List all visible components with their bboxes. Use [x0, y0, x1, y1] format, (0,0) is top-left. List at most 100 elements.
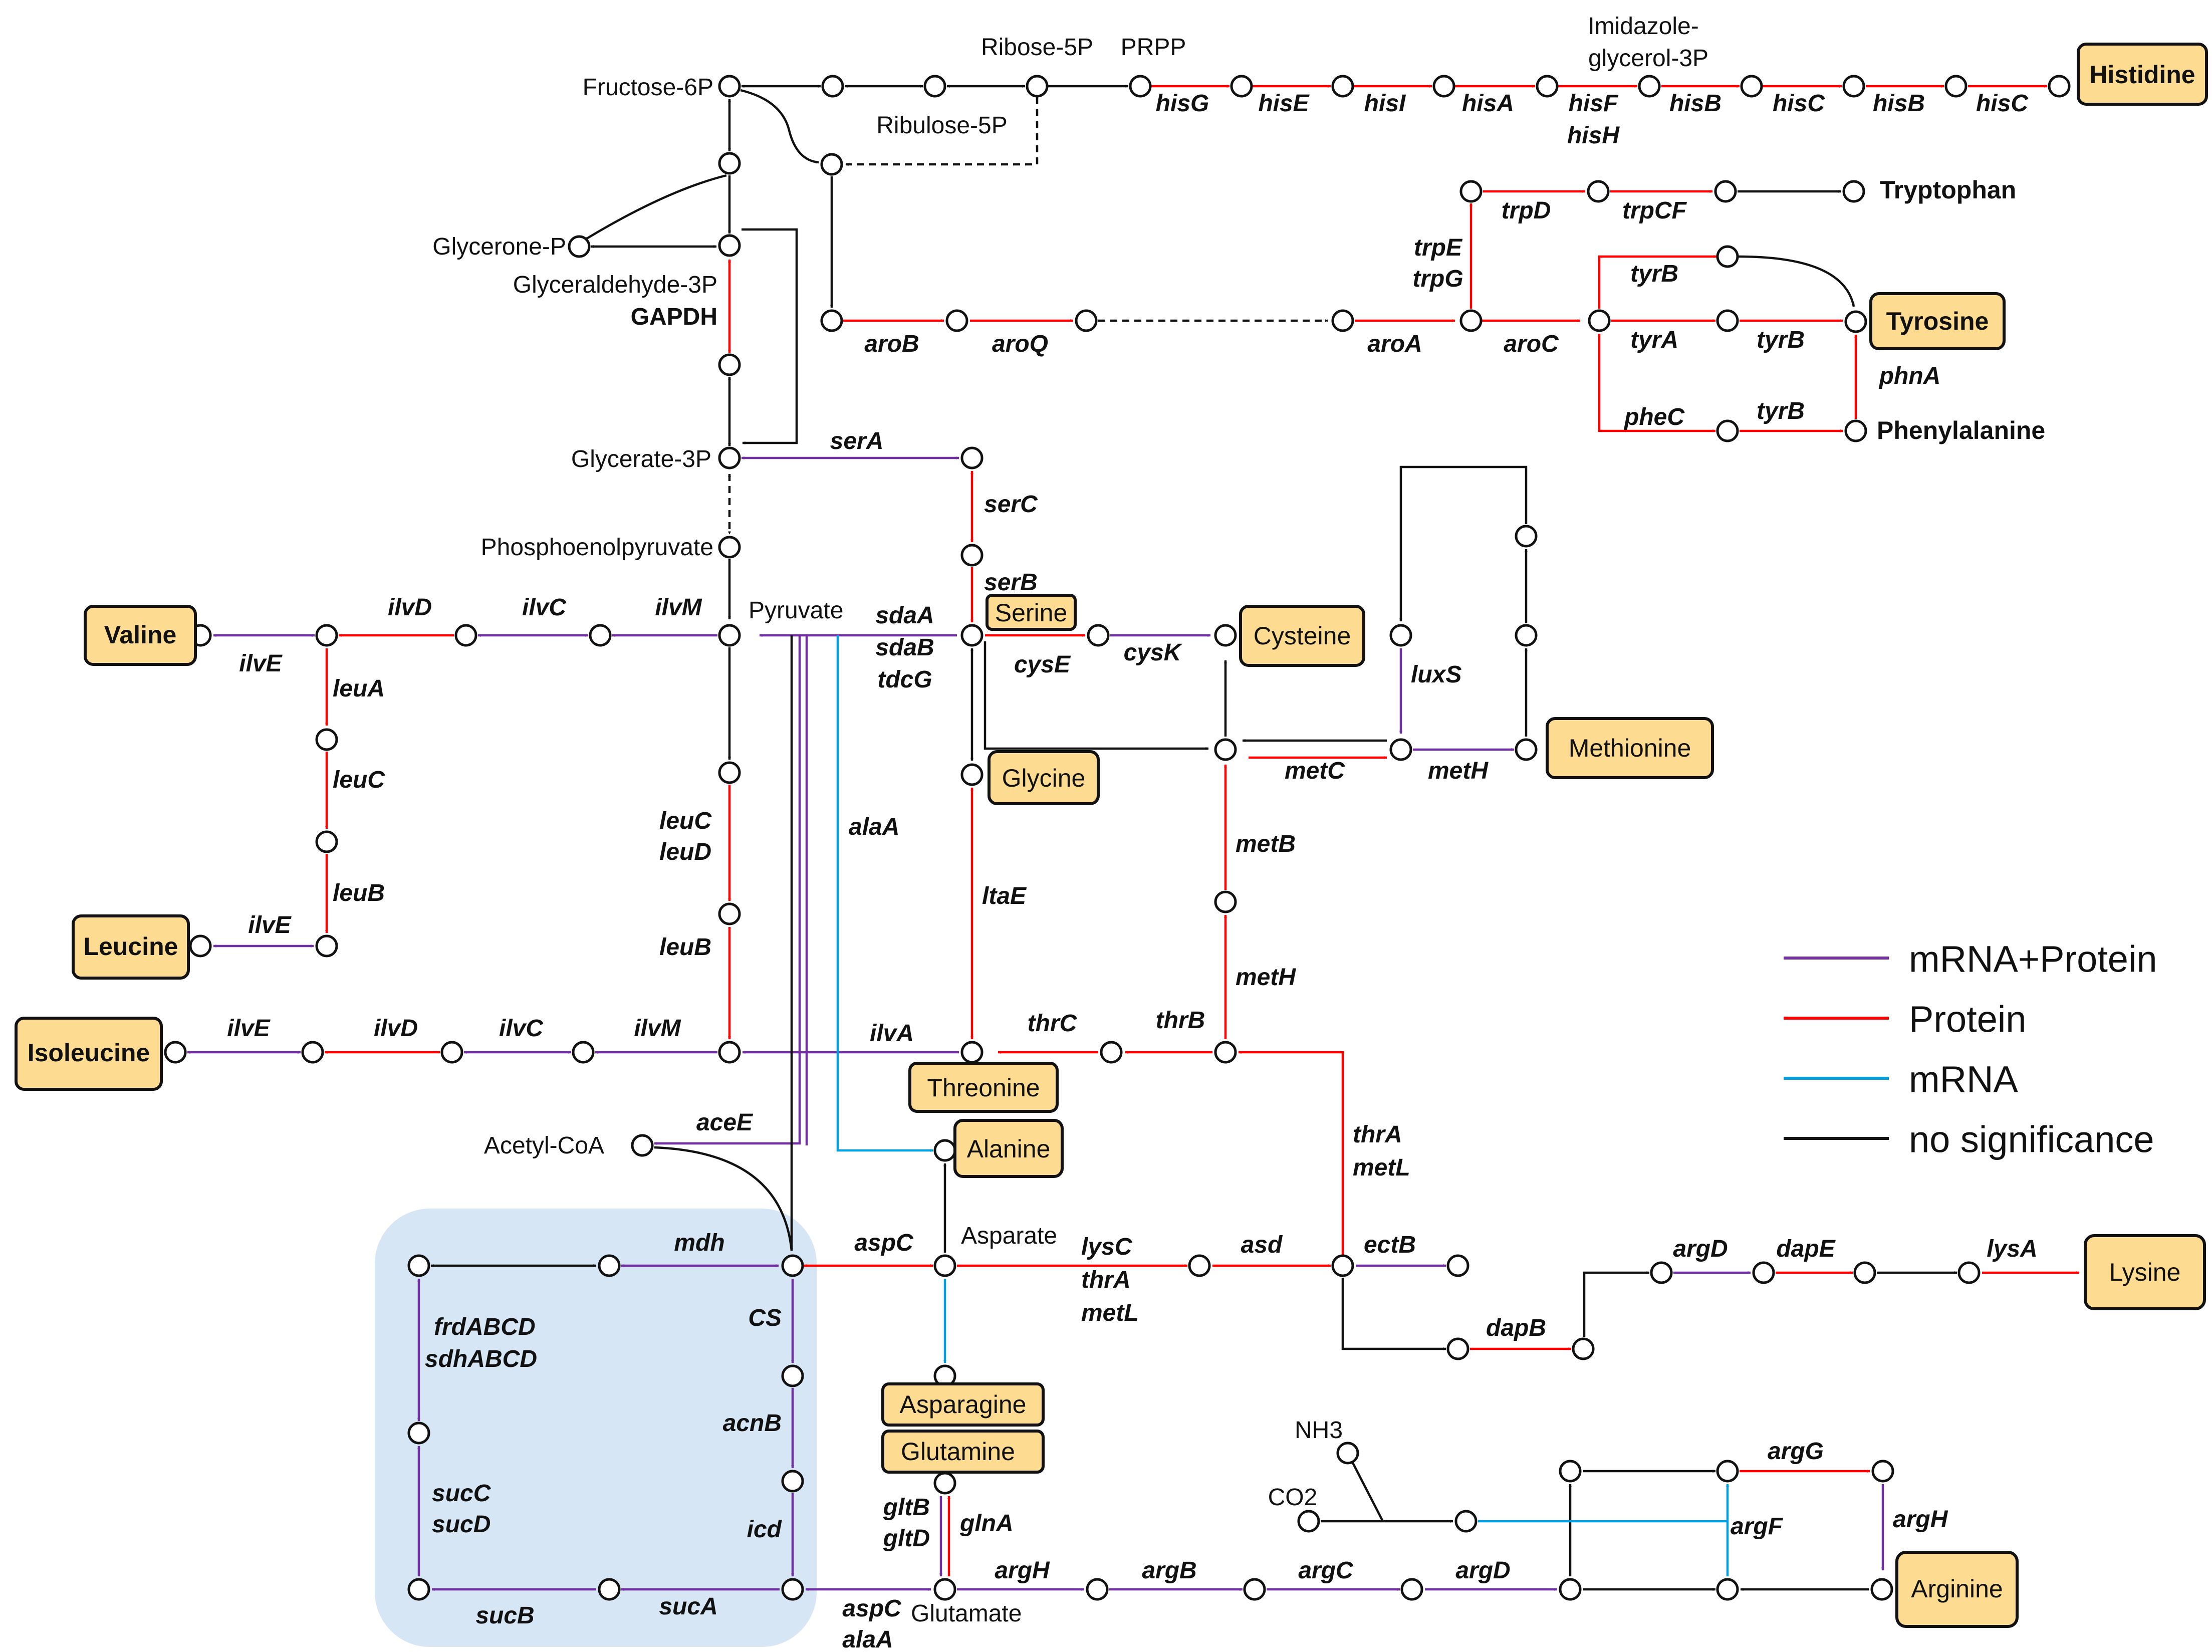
gene-argD-2: argD [1455, 1557, 1510, 1584]
node [1714, 180, 1737, 203]
nh3-label: NH3 [1295, 1417, 1343, 1444]
node [1188, 1254, 1211, 1277]
node [315, 830, 338, 853]
gene-ilvA: ilvA [870, 1020, 914, 1047]
gene-leuC-1: leuC [333, 767, 385, 793]
tyrosine-label: Tyrosine [1886, 307, 1989, 335]
leucine-label: Leucine [84, 932, 178, 961]
histidine-label: Histidine [2089, 61, 2195, 89]
node [440, 1041, 463, 1064]
gene-ilvM-1: ilvM [655, 594, 702, 621]
node [407, 1578, 430, 1601]
gene-metC: metC [1285, 758, 1345, 784]
gene-tyrB-1: tyrB [1630, 261, 1678, 287]
gene-argG: argG [1768, 1438, 1824, 1465]
node [820, 153, 843, 176]
node [1853, 1261, 1876, 1284]
node [1740, 75, 1763, 98]
node [960, 763, 984, 786]
legend-label-mrna: mRNA [1909, 1059, 2019, 1100]
asparate-label: Asparate [961, 1223, 1057, 1249]
gene-aceE: aceE [696, 1109, 754, 1136]
node [1515, 624, 1538, 647]
edge-thrA1 [1238, 1051, 1344, 1267]
node [1446, 1337, 1469, 1360]
gene-aroA: aroA [1367, 331, 1422, 357]
node [1432, 75, 1455, 98]
pathway-edges [187, 85, 2080, 1591]
node [781, 1578, 804, 1601]
prpp-label: PRPP [1121, 34, 1186, 61]
node [1214, 624, 1237, 647]
edge-g2-glycerate-side [742, 228, 798, 444]
node [1230, 75, 1253, 98]
gene-ilvC-1: ilvC [522, 594, 567, 621]
node [1446, 1254, 1469, 1277]
node [1716, 1578, 1739, 1601]
node [1944, 75, 1968, 98]
cysteine-label: Cysteine [1254, 622, 1351, 650]
tryptophan-label: Tryptophan [1880, 176, 2016, 204]
ribulose5p-label: Ribulose-5P [876, 112, 1007, 139]
gene-hisG: hisG [1156, 90, 1209, 117]
gene-ilvE-3: ilvE [227, 1015, 271, 1042]
node [718, 1041, 741, 1064]
gene-sucB: sucB [475, 1602, 534, 1629]
threonine-label: Threonine [927, 1074, 1040, 1102]
co2-label: CO2 [1268, 1484, 1318, 1511]
node [1087, 624, 1110, 647]
isoleucine-box [15, 1017, 163, 1091]
gene-hisI: hisI [1364, 90, 1406, 117]
node [407, 1254, 430, 1277]
node [1389, 624, 1412, 647]
gene-metL-1: metL [1353, 1154, 1410, 1181]
gene-tyrB-3: tyrB [1757, 398, 1805, 424]
node [960, 446, 984, 469]
gene-labels: hisG hisE hisI hisA hisF hisH hisB hisC … [227, 90, 2037, 1652]
legend: mRNA+Protein Protein mRNA no significanc… [1784, 938, 2157, 1160]
node [718, 902, 741, 925]
gene-metL-2: metL [1081, 1300, 1139, 1326]
node [1297, 1510, 1320, 1533]
node [1588, 309, 1611, 332]
gene-argB: argB [1142, 1557, 1196, 1584]
gene-dapE: dapE [1776, 1236, 1836, 1262]
node [1100, 1041, 1123, 1064]
gene-argH-1: argH [995, 1557, 1050, 1584]
gene-GAPDH: GAPDH [631, 304, 717, 330]
edge-dap-step [1583, 1271, 1650, 1337]
node [598, 1254, 621, 1277]
gene-aroQ: aroQ [992, 331, 1048, 357]
node [718, 536, 741, 559]
gene-cysE: cysE [1014, 651, 1071, 678]
node [718, 75, 741, 98]
gene-hisA: hisA [1462, 90, 1514, 117]
histidine-box [2077, 43, 2208, 106]
node [718, 353, 741, 376]
glycerate3p-label: Glycerate-3P [571, 446, 711, 473]
gene-icd: icd [747, 1516, 783, 1543]
node [1331, 75, 1354, 98]
gene-sdaB: sdaB [875, 634, 934, 661]
gene-hisH: hisH [1567, 122, 1620, 149]
node [631, 1134, 654, 1157]
node [1214, 738, 1237, 761]
node [1842, 75, 1865, 98]
gene-lysC: lysC [1081, 1234, 1133, 1260]
asparagine-label: Asparagine [900, 1390, 1027, 1419]
gene-ilvD-1: ilvD [388, 594, 432, 621]
gene-leuD: leuD [659, 839, 711, 865]
gene-aroB: aroB [864, 331, 919, 357]
serine-box [986, 594, 1077, 631]
node [1400, 1578, 1423, 1601]
edge-ribose-ribulose-dashed [845, 97, 1039, 166]
gene-alaA-2: alaA [842, 1626, 893, 1652]
gene-aspC-1: aspC [854, 1230, 914, 1256]
node [718, 152, 741, 175]
phenylalanine-label: Phenylalanine [1877, 416, 2045, 444]
imidazole-label-2: glycerol-3P [1588, 45, 1708, 72]
gene-cysK: cysK [1124, 639, 1183, 666]
gene-trpCF: trpCF [1622, 197, 1687, 224]
node [315, 624, 338, 647]
leucine-box [72, 914, 190, 980]
